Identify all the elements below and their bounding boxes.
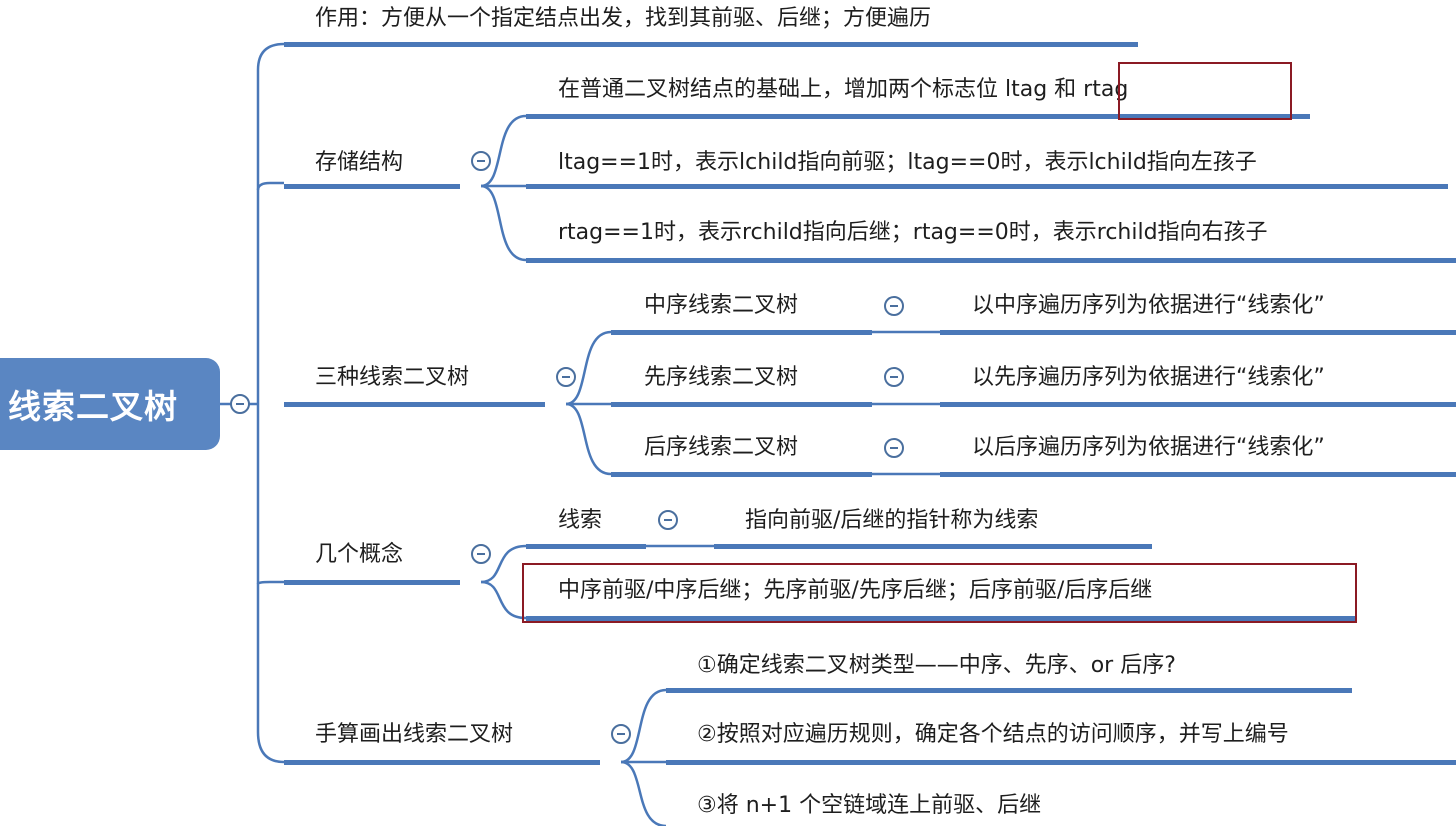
storage-label[interactable]: 存储结构 bbox=[315, 150, 404, 175]
manual-step-1-underline bbox=[666, 688, 1352, 693]
concepts-collapse-icon[interactable] bbox=[471, 544, 491, 564]
type-3-desc-underline bbox=[940, 472, 1456, 477]
clue-desc-underline bbox=[714, 544, 1152, 549]
types-connector-3 bbox=[565, 402, 612, 476]
manual-underline bbox=[284, 760, 600, 765]
clue-label[interactable]: 线索 bbox=[558, 508, 603, 533]
storage-underline bbox=[284, 184, 460, 189]
clue-collapse-icon[interactable] bbox=[658, 510, 678, 530]
manual-connector-1 bbox=[620, 688, 667, 764]
type-3-name-underline bbox=[611, 472, 872, 477]
type-inorder-name[interactable]: 中序线索二叉树 bbox=[644, 293, 799, 318]
manual-collapse-icon[interactable] bbox=[611, 724, 631, 744]
types-connector-1 bbox=[565, 330, 612, 406]
storage-connector-3 bbox=[480, 184, 527, 262]
root-label: 线索二叉树 bbox=[8, 387, 178, 426]
type-1-name-underline bbox=[611, 330, 872, 335]
concepts-connector-2 bbox=[480, 580, 527, 620]
type-2-desc-underline bbox=[940, 402, 1456, 407]
concepts-order-underline bbox=[526, 616, 1356, 621]
ltag-rtag-highlight-box bbox=[1118, 62, 1292, 120]
concepts-underline bbox=[284, 580, 460, 585]
manual-step-2: ②按照对应遍历规则，确定各个结点的访问顺序，并写上编号 bbox=[697, 722, 1289, 747]
manual-label[interactable]: 手算画出线索二叉树 bbox=[315, 722, 514, 747]
type-preorder-collapse-icon[interactable] bbox=[884, 367, 904, 387]
clue-underline bbox=[526, 544, 646, 549]
storage-item-3-underline bbox=[526, 258, 1456, 263]
types-underline bbox=[284, 402, 545, 407]
type-postorder-collapse-icon[interactable] bbox=[884, 438, 904, 458]
concepts-connector-1 bbox=[480, 544, 527, 584]
types-collapse-icon[interactable] bbox=[556, 367, 576, 387]
type-preorder-desc: 以先序遍历序列为依据进行“线索化” bbox=[972, 365, 1325, 390]
concepts-highlight-box bbox=[522, 563, 1357, 623]
root-node[interactable]: 线索二叉树 bbox=[0, 358, 220, 450]
storage-trunk-connector bbox=[256, 181, 284, 191]
storage-collapse-icon[interactable] bbox=[471, 151, 491, 171]
type-postorder-desc: 以后序遍历序列为依据进行“线索化” bbox=[972, 435, 1325, 460]
root-collapse-icon[interactable] bbox=[230, 394, 250, 414]
types-label[interactable]: 三种线索二叉树 bbox=[315, 365, 470, 390]
concepts-order-text: 中序前驱/中序后继；先序前驱/先序后继；后序前驱/后序后继 bbox=[558, 578, 1153, 603]
type-1-desc-underline bbox=[940, 330, 1456, 335]
storage-connector-1 bbox=[480, 114, 527, 188]
storage-item-2: ltag==1时，表示lchild指向前驱；ltag==0时，表示lchild指… bbox=[558, 150, 1257, 175]
type-postorder-name[interactable]: 后序线索二叉树 bbox=[644, 435, 799, 460]
usage-text: 作用：方便从一个指定结点出发，找到其前驱、后继；方便遍历 bbox=[315, 6, 932, 31]
manual-step-3: ③将 n+1 个空链域连上前驱、后继 bbox=[697, 793, 1042, 818]
trunk-upper-connector bbox=[256, 42, 285, 404]
manual-step-1: ①确定线索二叉树类型——中序、先序、or 后序? bbox=[697, 653, 1176, 678]
manual-step-2-underline bbox=[666, 760, 1456, 765]
concepts-trunk-connector bbox=[256, 580, 284, 585]
storage-item-2-underline bbox=[526, 184, 1448, 189]
storage-item-3: rtag==1时，表示rchild指向后继；rtag==0时，表示rchild指… bbox=[558, 220, 1268, 245]
storage-item-1-underline bbox=[526, 114, 1310, 119]
concepts-label[interactable]: 几个概念 bbox=[315, 542, 404, 567]
clue-desc: 指向前驱/后继的指针称为线索 bbox=[745, 508, 1039, 533]
manual-connector-3 bbox=[620, 760, 667, 826]
usage-underline bbox=[284, 42, 1138, 47]
type-preorder-name[interactable]: 先序线索二叉树 bbox=[644, 365, 799, 390]
storage-item-1: 在普通二叉树结点的基础上，增加两个标志位 ltag 和 rtag bbox=[558, 77, 1129, 102]
type-2-name-underline bbox=[611, 402, 872, 407]
trunk-lower-connector bbox=[256, 404, 285, 764]
type-inorder-desc: 以中序遍历序列为依据进行“线索化” bbox=[972, 293, 1325, 318]
type-inorder-collapse-icon[interactable] bbox=[884, 296, 904, 316]
